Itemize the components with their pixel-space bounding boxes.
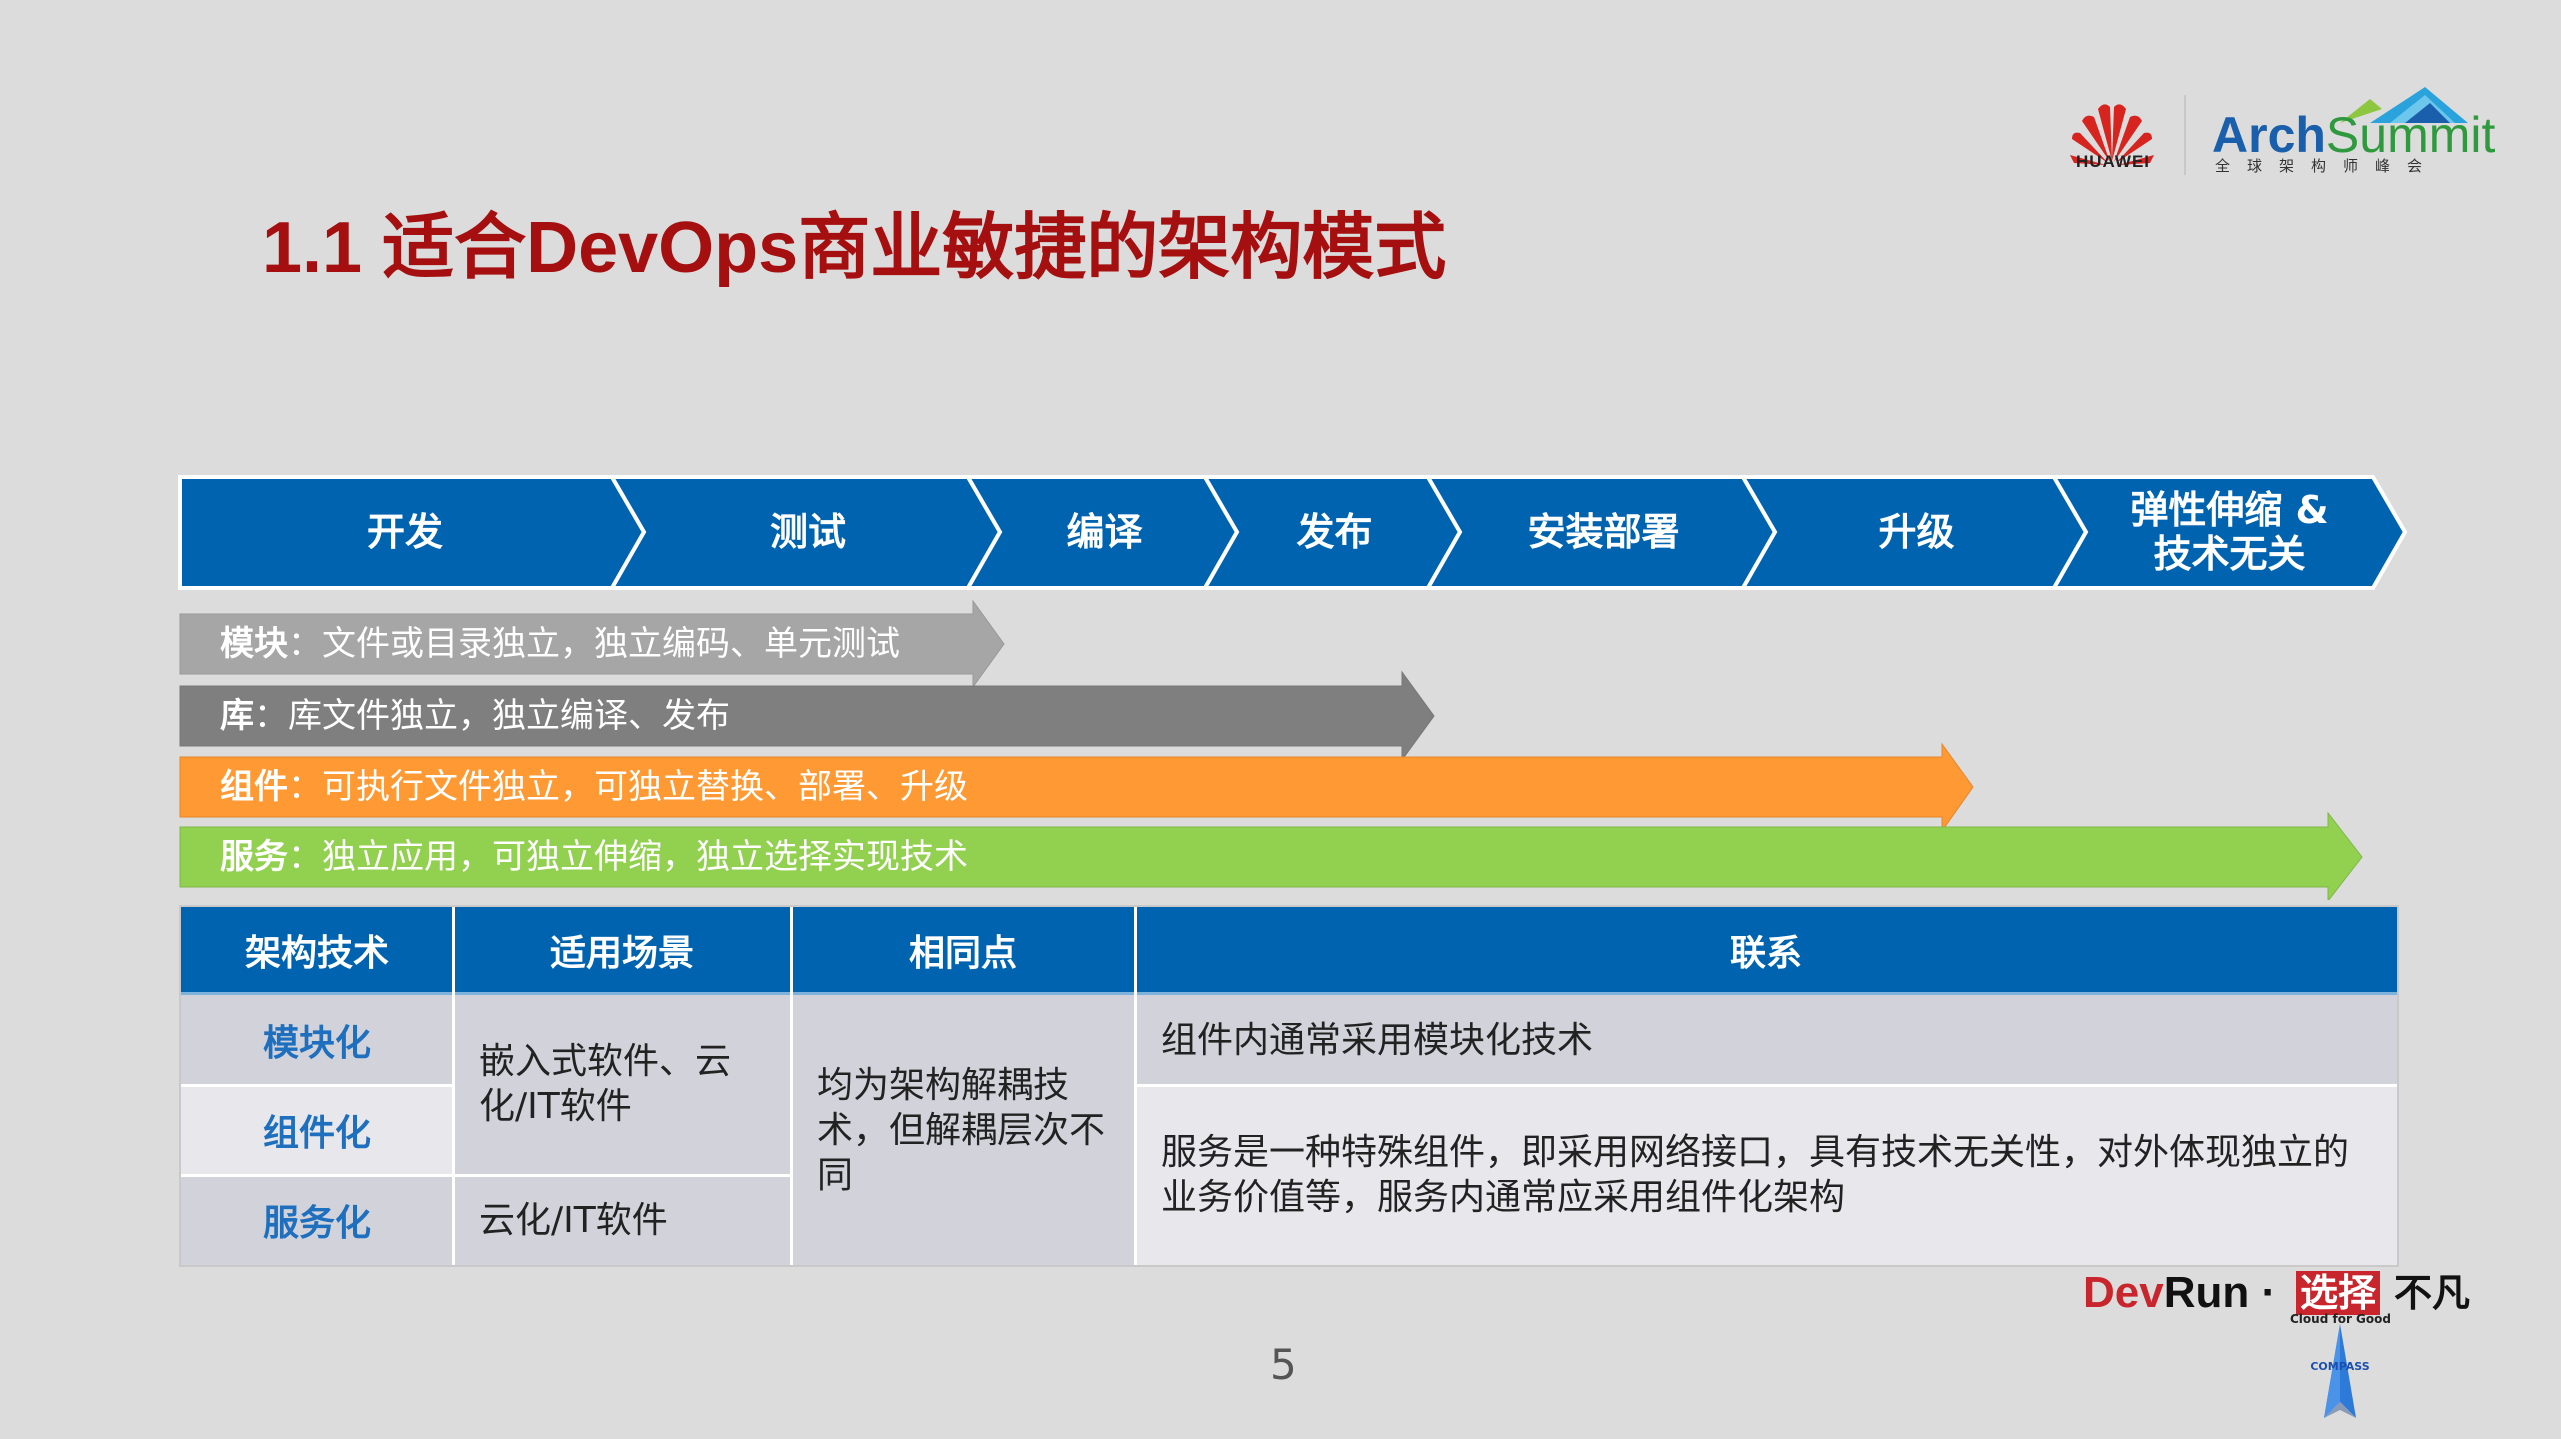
scenario-module-component: 嵌入式软件、云化/IT软件 [453, 995, 791, 1175]
module-arrow [179, 599, 1005, 689]
pipeline-diagram [178, 475, 2408, 900]
header-scenario: 适用场景 [453, 907, 791, 995]
svg-text:COMPASS: COMPASS [2310, 1360, 2369, 1373]
stage-elastic-line1: 弹性伸缩 & [2130, 488, 2329, 533]
logo-divider [2184, 95, 2186, 175]
stage-elastic-line2: 技术无关 [2153, 532, 2306, 576]
header-relation: 联系 [1135, 907, 2397, 995]
archsummit-logo: ArchSummit [2212, 107, 2496, 163]
huawei-logo-icon [2070, 104, 2154, 165]
stage-upgrade: 升级 [1878, 510, 1955, 555]
service-arrow [179, 811, 2363, 900]
table-divider [181, 1084, 453, 1087]
table-divider [790, 907, 793, 1265]
stage-develop: 开发 [366, 510, 443, 555]
header-common: 相同点 [791, 907, 1135, 995]
stage-test: 测试 [769, 510, 846, 555]
component-bar-label: 组件：可执行文件独立，可独立替换、部署、升级 [220, 767, 968, 807]
tech-component: 组件化 [181, 1085, 453, 1175]
component-arrow [179, 742, 1974, 833]
tagline: Cloud for Good [2290, 1312, 2391, 1326]
compass-logo-icon: COMPASS [2310, 1324, 2370, 1418]
library-bar-label: 库：库文件独立，独立编译、发布 [220, 696, 730, 736]
huawei-wordmark: HUAWEI [2076, 152, 2150, 171]
stage-compile: 编译 [1066, 510, 1143, 555]
slogan-highlight: 选择 [2296, 1271, 2381, 1315]
slogan-rest: 不凡 [2394, 1271, 2471, 1315]
pipeline-band [178, 475, 2408, 590]
table-divider [1135, 1084, 2397, 1087]
stage-install-deploy: 安装部署 [1527, 510, 1680, 555]
service-bar-label: 服务：独立应用，可独立伸缩，独立选择实现技术 [220, 837, 968, 877]
table-divider [181, 1174, 791, 1177]
library-arrow [179, 670, 1435, 762]
comparison-table: 架构技术 适用场景 相同点 联系 模块化 组件化 服务化 嵌入式软件、云化/IT… [179, 905, 2399, 1267]
archsummit-subtitle: 全球架构师峰会 [2215, 157, 2440, 175]
scenario-service: 云化/IT软件 [453, 1175, 791, 1265]
tech-modular: 模块化 [181, 995, 453, 1085]
mountain-icon [2340, 87, 2468, 123]
relation-module: 组件内通常采用模块化技术 [1135, 995, 2397, 1085]
tech-service: 服务化 [181, 1175, 453, 1265]
page-number: 5 [1270, 1340, 1297, 1389]
slide-title: 1.1 适合DevOps商业敏捷的架构模式 [262, 208, 1447, 288]
common-points: 均为架构解耦技术，但解耦层次不同 [791, 995, 1135, 1265]
devrun-logo: DevRun · [2083, 1268, 2277, 1317]
relation-service: 服务是一种特殊组件，即采用网络接口，具有技术无关性，对外体现独立的业务价值等，服… [1135, 1085, 2397, 1265]
table-divider [452, 907, 455, 1265]
stage-elastic-scaling: 弹性伸缩 & 技术无关 [2072, 478, 2387, 588]
header-arch-tech: 架构技术 [181, 907, 453, 995]
stage-release: 发布 [1296, 510, 1373, 555]
module-bar-label: 模块：文件或目录独立，独立编码、单元测试 [220, 624, 900, 664]
